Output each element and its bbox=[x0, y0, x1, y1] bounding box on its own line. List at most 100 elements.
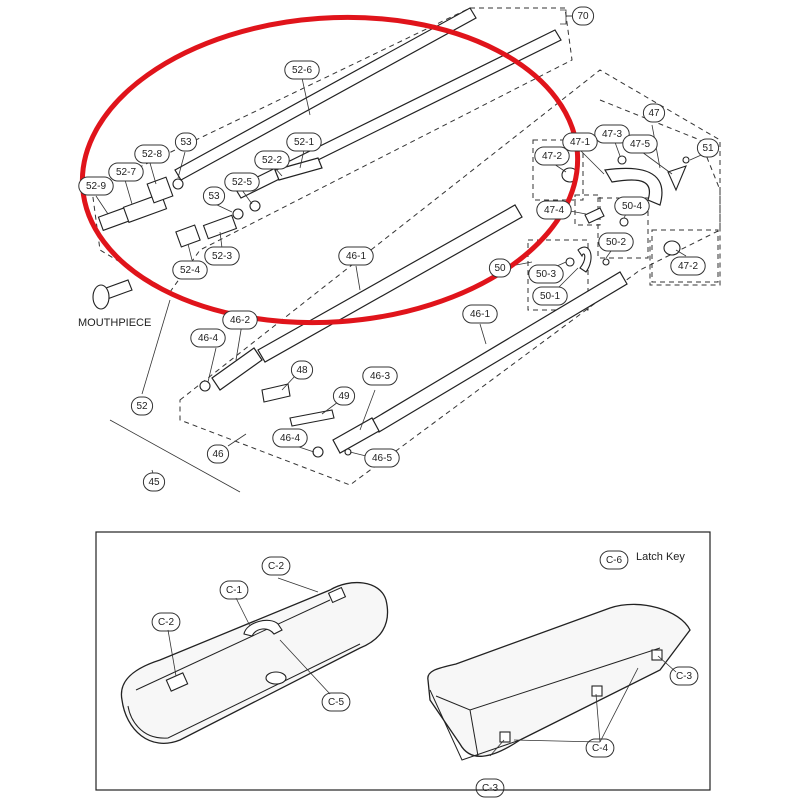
tube-52-6-upper bbox=[174, 7, 477, 181]
latch-left-2 bbox=[327, 586, 347, 604]
part-53a bbox=[172, 178, 184, 190]
label-bubble bbox=[219, 580, 249, 600]
latch-right-2 bbox=[651, 649, 663, 661]
label-text: 52-3 bbox=[212, 251, 232, 262]
part-label-p47-5: 47-5 bbox=[622, 134, 658, 154]
label-text: 45 bbox=[148, 477, 160, 488]
label-bubble bbox=[532, 286, 568, 306]
outline-46 bbox=[179, 69, 721, 486]
part-label-p46-4a: 46-4 bbox=[190, 328, 226, 348]
case-seam-left bbox=[127, 643, 361, 739]
case-panel-frame bbox=[95, 531, 711, 791]
label-bubble bbox=[284, 60, 320, 80]
label-text: 52-9 bbox=[86, 181, 106, 192]
label-text: 49 bbox=[338, 391, 350, 402]
label-bubble bbox=[261, 556, 291, 576]
part-label-p70: 70 bbox=[571, 6, 595, 26]
label-text: 52-8 bbox=[142, 149, 162, 160]
part-label-p50-3: 50-3 bbox=[528, 264, 564, 284]
tube-52-1 bbox=[274, 157, 323, 181]
part-52-3 bbox=[202, 214, 238, 240]
part-label-c5: C-5 bbox=[321, 692, 351, 712]
label-text: 52-7 bbox=[116, 167, 136, 178]
label-text: 50-3 bbox=[536, 269, 556, 280]
label-bubble bbox=[190, 328, 226, 348]
label-text: 46-5 bbox=[372, 453, 392, 464]
label-bubble bbox=[696, 138, 720, 158]
label-bubble bbox=[134, 144, 170, 164]
label-text: 46 bbox=[212, 449, 224, 460]
part-label-p52-9: 52-9 bbox=[78, 176, 114, 196]
label-bubble bbox=[594, 124, 630, 144]
label-bubble bbox=[364, 448, 400, 468]
box-50 bbox=[527, 239, 589, 311]
closed-case-left bbox=[120, 577, 389, 744]
part-label-p47-2a: 47-2 bbox=[534, 146, 570, 166]
label-bubble bbox=[321, 692, 351, 712]
part-label-p46-4b: 46-4 bbox=[272, 428, 308, 448]
part-label-p48: 48 bbox=[290, 360, 314, 380]
label-bubble bbox=[598, 232, 634, 252]
label-bubble bbox=[536, 200, 572, 220]
part-label-p46-1b: 46-1 bbox=[462, 304, 498, 324]
label-bubble bbox=[528, 264, 564, 284]
label-text: 47-5 bbox=[630, 139, 650, 150]
label-text: 50-4 bbox=[622, 201, 642, 212]
label-bubble bbox=[130, 396, 154, 416]
part-48 bbox=[261, 383, 291, 403]
label-text: 46-3 bbox=[370, 371, 390, 382]
label-text: 46-2 bbox=[230, 315, 250, 326]
part-label-p46-1a: 46-1 bbox=[338, 246, 374, 266]
label-bubble bbox=[254, 150, 290, 170]
part-label-c3a: C-3 bbox=[669, 666, 699, 686]
label-text: 46-1 bbox=[346, 251, 366, 262]
label-text: C-5 bbox=[328, 697, 345, 708]
tube-52-6-lower bbox=[234, 29, 562, 199]
label-bubble bbox=[142, 472, 166, 492]
label-text: 48 bbox=[296, 365, 308, 376]
label-text: C-1 bbox=[226, 585, 243, 596]
label-bubble bbox=[222, 310, 258, 330]
label-text: 53 bbox=[208, 191, 220, 202]
label-text: 46-1 bbox=[470, 309, 490, 320]
part-47-bow bbox=[604, 167, 663, 206]
part-52-4 bbox=[175, 224, 201, 248]
label-text: C-3 bbox=[482, 783, 499, 794]
case-body-left bbox=[120, 581, 389, 744]
part-47-4 bbox=[584, 207, 605, 224]
part-53b bbox=[232, 208, 244, 220]
label-bubble bbox=[290, 360, 314, 380]
tube-46-3 bbox=[332, 417, 380, 454]
part-label-c3b: C-3 bbox=[475, 778, 505, 798]
part-label-p47-2b: 47-2 bbox=[670, 256, 706, 276]
part-label-p52-6: 52-6 bbox=[284, 60, 320, 80]
box-47-2b bbox=[651, 229, 719, 283]
tube-46-1-lower bbox=[371, 271, 628, 433]
label-bubble bbox=[78, 176, 114, 196]
label-text: C-2 bbox=[268, 561, 285, 572]
box-47-2 bbox=[532, 139, 584, 201]
part-label-p46-3: 46-3 bbox=[362, 366, 398, 386]
label-bubble bbox=[172, 260, 208, 280]
label-text: 47-4 bbox=[544, 205, 564, 216]
label-text: 51 bbox=[702, 143, 714, 154]
part-49 bbox=[289, 409, 335, 427]
label-bubble bbox=[642, 103, 666, 123]
label-bubble bbox=[534, 146, 570, 166]
label-bubble bbox=[462, 304, 498, 324]
box-50-4 bbox=[597, 197, 649, 259]
part-50-1 bbox=[577, 246, 592, 273]
part-label-p50-2: 50-2 bbox=[598, 232, 634, 252]
label-text: 52-4 bbox=[180, 265, 200, 276]
label-bubble bbox=[614, 196, 650, 216]
label-text: 47-2 bbox=[678, 261, 698, 272]
case-body-right bbox=[427, 603, 691, 757]
part-label-p51: 51 bbox=[696, 138, 720, 158]
part-label-p52-1: 52-1 bbox=[286, 132, 322, 152]
label-bubble bbox=[488, 258, 512, 278]
part-label-p52-3: 52-3 bbox=[204, 246, 240, 266]
part-label-p50: 50 bbox=[488, 258, 512, 278]
part-50-2 bbox=[602, 258, 610, 266]
label-text: 46-4 bbox=[280, 433, 300, 444]
label-bubble bbox=[206, 444, 230, 464]
